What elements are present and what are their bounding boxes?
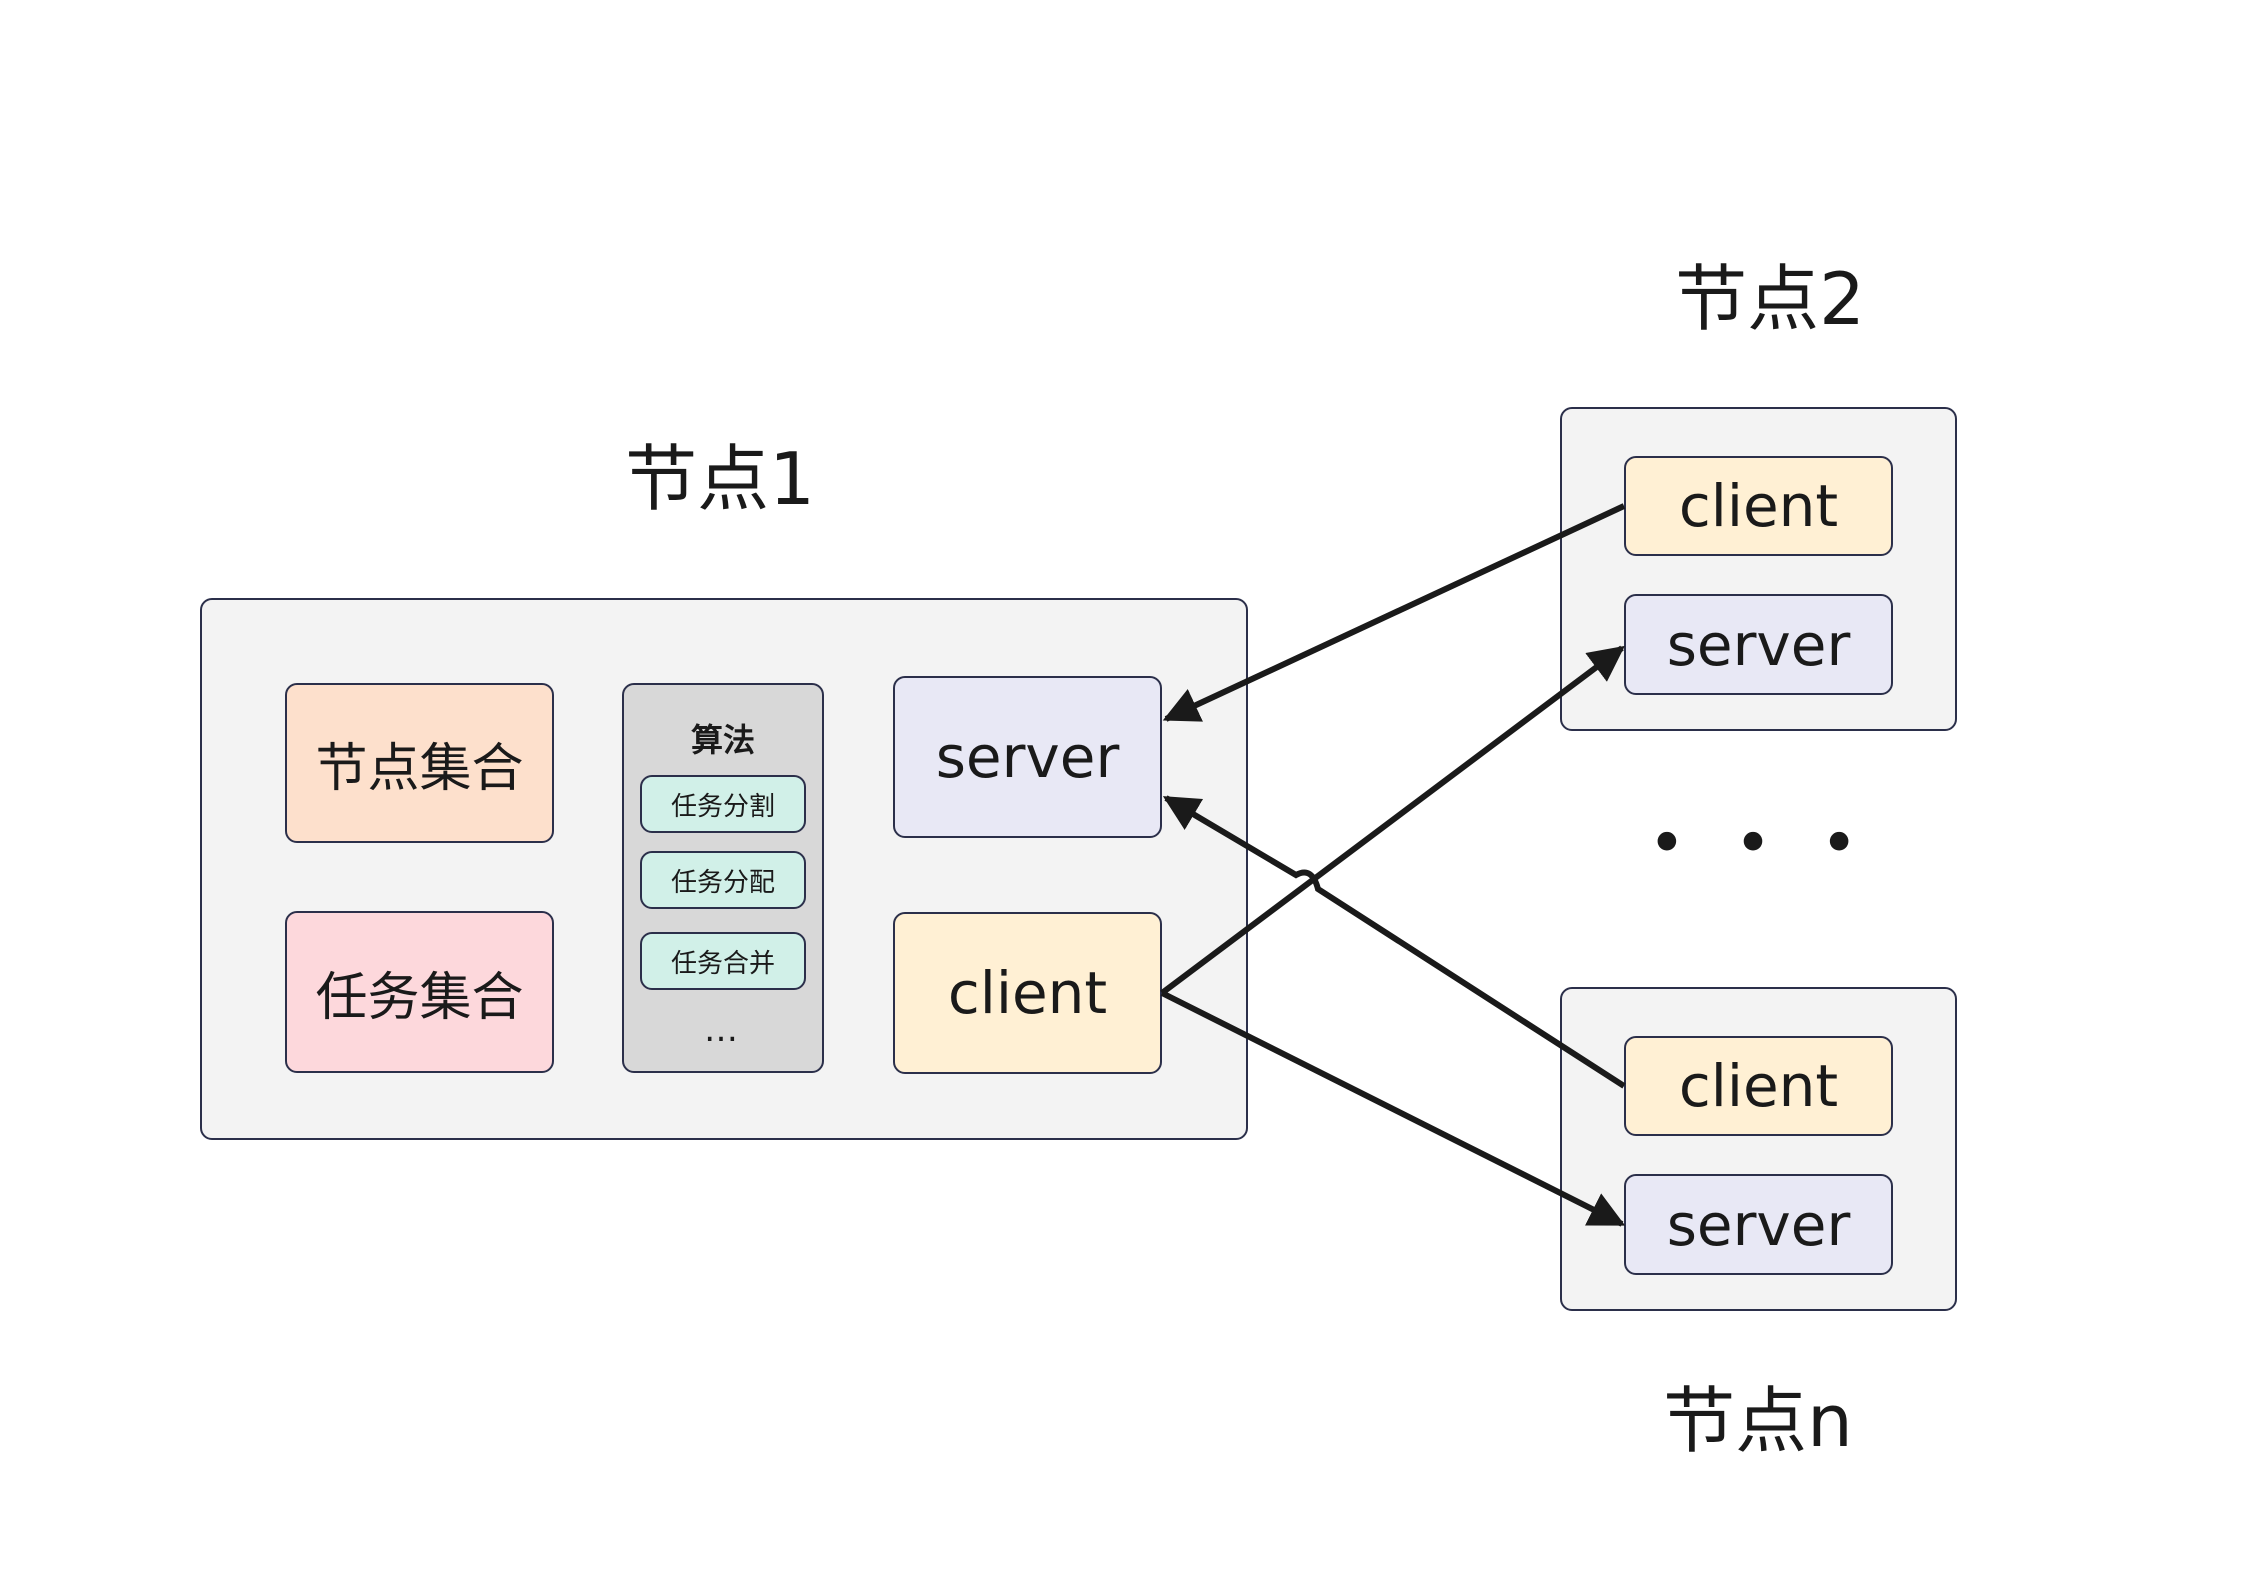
algorithm-more: … bbox=[704, 1010, 742, 1050]
algorithm-item-assign: 任务分配 bbox=[640, 851, 806, 909]
node1-client-box: client bbox=[893, 912, 1162, 1074]
arrow-node2-client-to-node1-server bbox=[1162, 503, 1626, 722]
node2-client-box: client bbox=[1624, 456, 1893, 556]
arrow-noden-client-to-node1-server bbox=[1162, 795, 1626, 1089]
node2-server-box: server bbox=[1624, 594, 1893, 695]
noden-server-box: server bbox=[1624, 1174, 1893, 1275]
noden-client-box: client bbox=[1624, 1036, 1893, 1136]
algorithm-item-split: 任务分割 bbox=[640, 775, 806, 833]
algorithm-item-merge: 任务合并 bbox=[640, 932, 806, 990]
node2-title: 节点2 bbox=[1675, 257, 1865, 341]
node1-title: 节点1 bbox=[625, 437, 815, 521]
arrow-node1-client-to-node2-server bbox=[1160, 645, 1625, 996]
node1-server-box: server bbox=[893, 676, 1162, 838]
arrow-node1-client-to-noden-server bbox=[1160, 990, 1626, 1227]
node-set-box: 节点集合 bbox=[285, 683, 554, 843]
noden-title: 节点n bbox=[1663, 1379, 1853, 1463]
algorithm-title: 算法 bbox=[690, 721, 755, 759]
task-set-box: 任务集合 bbox=[285, 911, 554, 1073]
more-nodes-ellipsis: • • • bbox=[1648, 807, 1872, 881]
